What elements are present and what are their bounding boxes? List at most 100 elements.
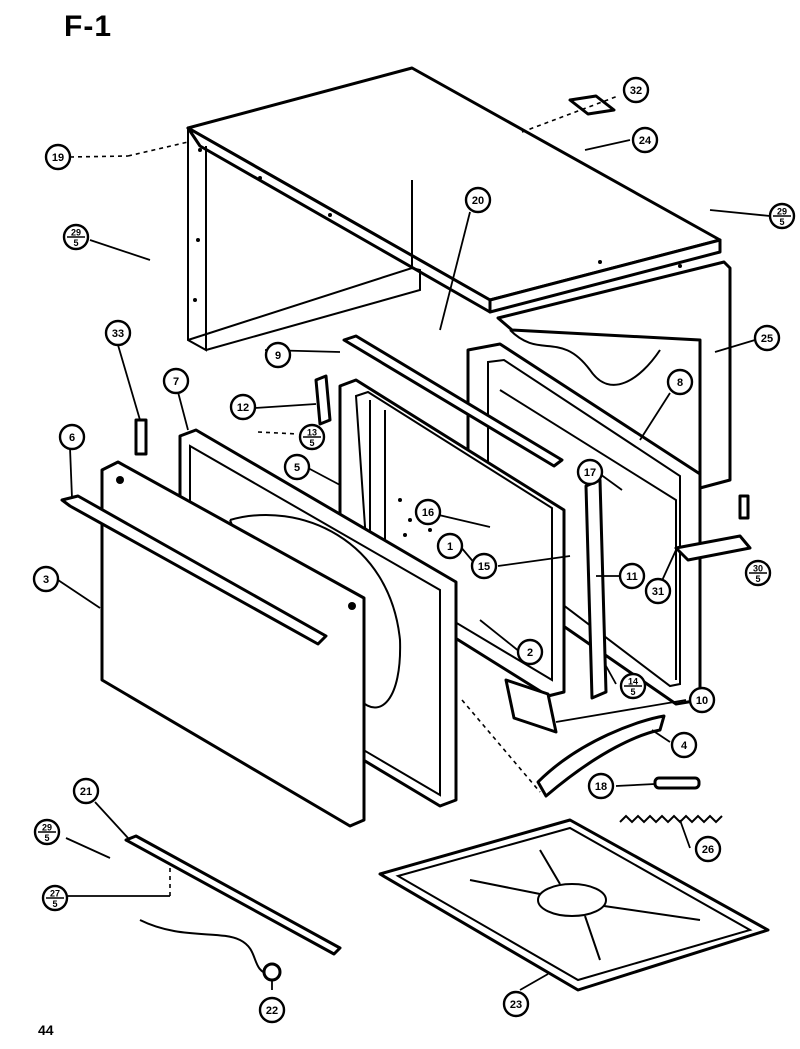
- callout-circle: [631, 126, 659, 154]
- callout-number: 12: [237, 402, 249, 414]
- callout-1: 1: [436, 532, 464, 560]
- callout-9: 9: [264, 341, 292, 369]
- broiler-pan: [378, 818, 770, 992]
- callout-3: 3: [32, 565, 60, 593]
- callout-number: 29: [777, 207, 787, 217]
- callout-number: 14: [628, 677, 638, 687]
- callout-number: 17: [584, 467, 596, 479]
- callout-number: 27: [50, 889, 60, 899]
- callout-17: 17: [576, 458, 604, 486]
- callout-circle: [436, 532, 464, 560]
- callout-29a: 295: [768, 202, 796, 230]
- callout-number: 1: [447, 541, 453, 553]
- callout-circle: [414, 498, 442, 526]
- callout-number: 6: [69, 432, 75, 444]
- callout-circle: [622, 76, 650, 104]
- back-panel: [496, 260, 732, 490]
- callout-sub-number: 5: [779, 217, 784, 227]
- callout-30: 305: [744, 559, 772, 587]
- callout-14: 145: [619, 672, 647, 700]
- part-26-spring: [619, 814, 723, 824]
- callout-sub-number: 5: [755, 574, 760, 584]
- callout-number: 30: [753, 564, 763, 574]
- callout-23: 23: [502, 990, 530, 1018]
- callout-circle: [258, 996, 286, 1024]
- callout-number: 10: [696, 695, 708, 707]
- callout-number: 13: [307, 428, 317, 438]
- callout-29c: 295: [33, 818, 61, 846]
- callout-circle: [104, 319, 132, 347]
- callout-circle: [58, 423, 86, 451]
- callout-number: 22: [266, 1005, 278, 1017]
- callout-26: 26: [694, 835, 722, 863]
- part-9-strip: [342, 334, 564, 468]
- callout-12: 12: [229, 393, 257, 421]
- callout-13a: 135: [298, 423, 326, 451]
- callout-7: 7: [162, 367, 190, 395]
- callout-4: 4: [670, 731, 698, 759]
- callout-sub-number: 5: [309, 438, 314, 448]
- callout-18: 18: [587, 772, 615, 800]
- callout-25: 25: [753, 324, 781, 352]
- callout-circle: [464, 186, 492, 214]
- callout-number: 29: [71, 228, 81, 238]
- part-30-screw: [738, 494, 750, 520]
- callout-number: 3: [43, 574, 49, 586]
- callout-circle: [44, 143, 72, 171]
- callout-circle: [162, 367, 190, 395]
- callout-21: 21: [72, 777, 100, 805]
- callout-number: 24: [639, 135, 652, 147]
- callout-number: 29: [42, 823, 52, 833]
- callout-circle: [670, 731, 698, 759]
- callout-number: 19: [52, 152, 64, 164]
- callout-circle: [688, 686, 716, 714]
- callout-number: 18: [595, 781, 607, 793]
- callout-15: 15: [470, 552, 498, 580]
- part-10-hinge: [504, 678, 558, 734]
- callout-circle: [32, 565, 60, 593]
- callout-circle: [229, 393, 257, 421]
- callout-number: 11: [626, 571, 638, 583]
- callout-circle: [618, 562, 646, 590]
- callout-sub-number: 5: [73, 238, 78, 248]
- callout-6: 6: [58, 423, 86, 451]
- callout-27: 275: [41, 884, 69, 912]
- part-18-pin: [653, 776, 701, 790]
- callout-number: 4: [681, 740, 688, 752]
- callout-number: 8: [677, 377, 683, 389]
- callout-number: 32: [630, 85, 642, 97]
- part-12-clip: [314, 374, 332, 426]
- callout-24: 24: [631, 126, 659, 154]
- callout-circle: [666, 368, 694, 396]
- callout-22: 22: [258, 996, 286, 1024]
- callout-33: 33: [104, 319, 132, 347]
- part-31-bracket: [674, 534, 752, 562]
- callout-circle: [644, 577, 672, 605]
- callout-5: 5: [283, 453, 311, 481]
- part-6-handle: [60, 494, 328, 646]
- callout-29b: 295: [62, 223, 90, 251]
- callout-number: 21: [80, 786, 92, 798]
- callout-sub-number: 5: [52, 899, 57, 909]
- callout-circle: [516, 638, 544, 666]
- cabinet-wrapper: [186, 66, 722, 352]
- part-33-plug: [134, 418, 148, 456]
- callout-number: 15: [478, 561, 490, 573]
- callout-number: 5: [294, 462, 300, 474]
- callout-circle: [576, 458, 604, 486]
- callout-number: 23: [510, 999, 522, 1011]
- callout-16: 16: [414, 498, 442, 526]
- callout-circle: [694, 835, 722, 863]
- broiler-element: [124, 834, 342, 982]
- callout-number: 26: [702, 844, 714, 856]
- callout-20: 20: [464, 186, 492, 214]
- callout-11: 11: [618, 562, 646, 590]
- callout-number: 7: [173, 376, 179, 388]
- callout-circle: [470, 552, 498, 580]
- callout-circle: [753, 324, 781, 352]
- callout-2: 2: [516, 638, 544, 666]
- page-number: 44: [38, 1022, 54, 1038]
- callout-31: 31: [644, 577, 672, 605]
